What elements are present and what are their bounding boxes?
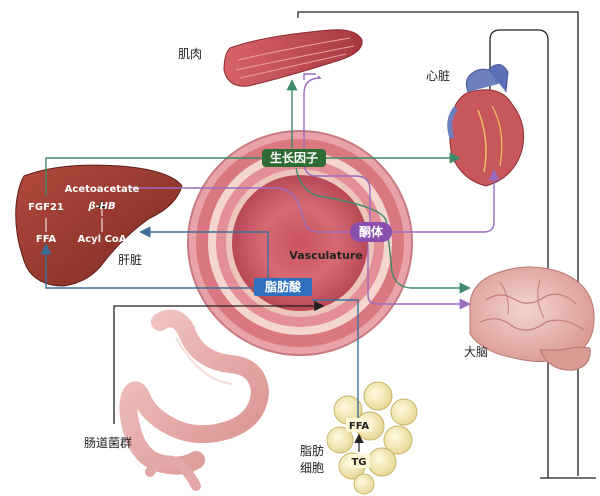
growth-factor-text: 生长因子 [270, 150, 318, 165]
liver-ffa-label: FFA [36, 234, 57, 245]
brain-organ: 大脑 [464, 266, 595, 371]
ketone-badge: 酮体 [350, 222, 392, 242]
gut-organ: 肠道菌群 [84, 309, 270, 491]
liver-organ [15, 164, 183, 287]
liver-label: 肝脏 [118, 252, 142, 267]
acetoacetate-label: Acetoacetate [65, 184, 140, 195]
heart-label: 心脏 [426, 68, 450, 83]
ketone-paths [130, 73, 500, 310]
ketone-text: 酮体 [359, 224, 384, 239]
liver-metabolites: Acetoacetate β-HB Acyl CoA FGF21 FFA 肝脏 [28, 184, 142, 267]
frame-connectors [297, 11, 596, 479]
muscle-label: 肌肉 [178, 47, 202, 61]
fatty-acid-paths [40, 226, 359, 424]
beta-hb-label: β-HB [87, 201, 115, 212]
gut-label: 肠道菌群 [84, 436, 132, 450]
adipose-tg-label: TG [351, 457, 366, 468]
gut-path [113, 300, 325, 424]
muscle-organ: 肌肉 [178, 29, 363, 87]
fgf21-label: FGF21 [28, 202, 64, 213]
fatty-acid-badge: 脂肪酸 [254, 278, 312, 296]
adipose-ffa-label: FFA [349, 421, 370, 432]
brain-label: 大脑 [464, 345, 488, 359]
adipose-label-line2: 细胞 [300, 461, 324, 475]
heart-organ: 心脏 [426, 64, 525, 187]
adipose-metabolites: FFA TG [346, 418, 372, 468]
adipose-label-line1: 脂肪 [300, 443, 324, 458]
growth-factor-paths [45, 79, 471, 294]
growth-factor-badge: 生长因子 [262, 149, 326, 167]
vasculature-label: Vasculature [289, 249, 362, 262]
fatty-acid-text: 脂肪酸 [264, 279, 302, 294]
acyl-coa-label: Acyl CoA [77, 234, 126, 245]
